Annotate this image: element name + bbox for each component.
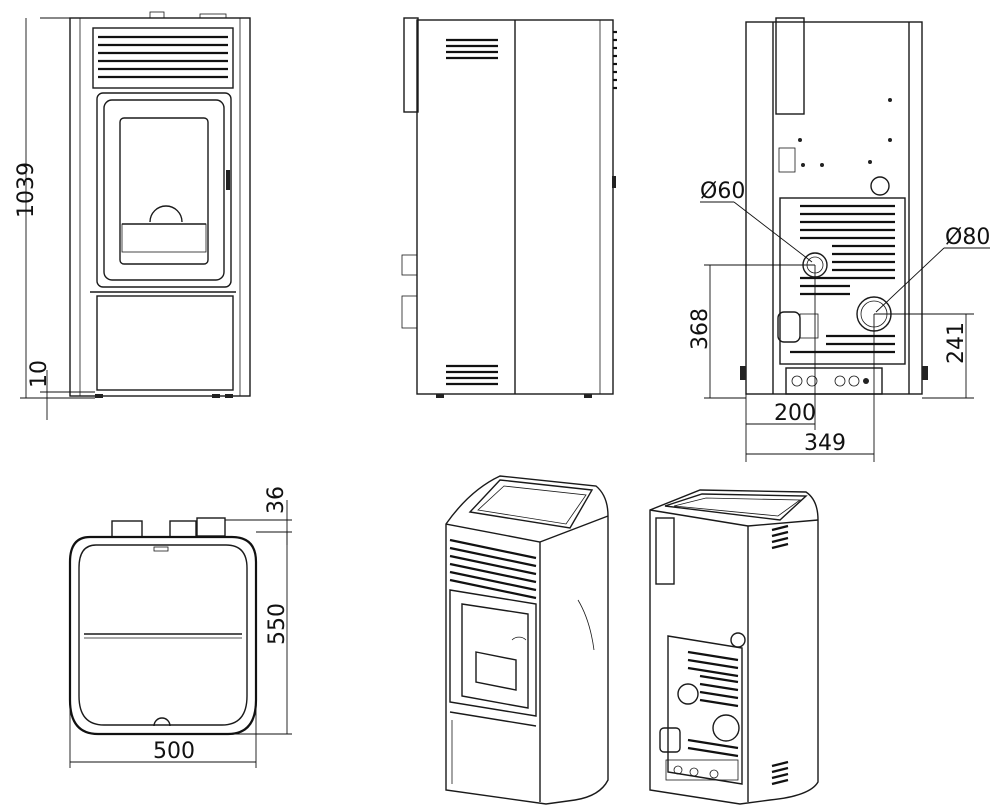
flue-height-label: 241 <box>944 322 969 364</box>
outlet-height-label: 368 <box>688 308 713 350</box>
outlet-offset-dimension: 200 <box>745 265 816 462</box>
outlet-diameter-dimension: Ø60 <box>700 179 813 263</box>
depth-extra-label: 36 <box>264 486 289 514</box>
flue-offset-dimension: 349 <box>746 314 875 462</box>
flue-diameter-label: Ø80 <box>945 225 990 250</box>
flue-offset-label: 349 <box>804 431 846 456</box>
top-view <box>68 517 258 736</box>
front-view <box>69 11 251 398</box>
height-label: 1039 <box>14 162 39 218</box>
width-dimension: 500 <box>69 700 257 768</box>
height-dimension: 1039 <box>14 17 95 399</box>
foot-label: 10 <box>27 360 52 388</box>
side-view <box>401 17 617 398</box>
flue-height-dimension: 241 <box>874 313 974 399</box>
width-label: 500 <box>153 739 195 764</box>
outlet-offset-label: 200 <box>774 401 816 426</box>
front-grille <box>98 35 228 79</box>
depth-label: 550 <box>265 603 290 645</box>
outlet-diameter-label: Ø60 <box>700 179 745 204</box>
perspective-grille <box>449 538 537 600</box>
rear-vent-slots <box>790 204 895 354</box>
flue-diameter-dimension: Ø80 <box>875 225 990 313</box>
outlet-height-dimension: 368 <box>688 264 815 399</box>
perspective-front-view <box>445 475 609 805</box>
foot-dimension: 10 <box>27 360 95 420</box>
back-view <box>740 17 928 395</box>
perspective-back-view <box>649 489 819 805</box>
depth-dimension: 550 <box>230 532 292 735</box>
